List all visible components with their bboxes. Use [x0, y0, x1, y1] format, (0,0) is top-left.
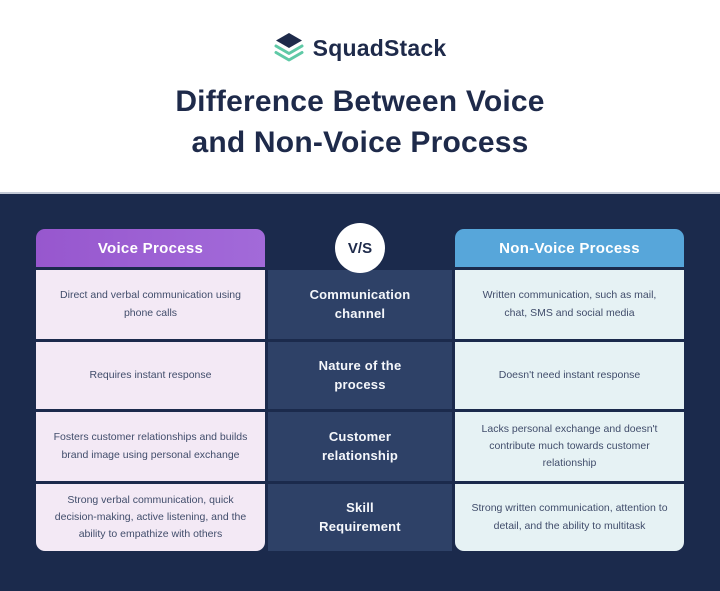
header-section: SquadStack Difference Between Voice and N… [0, 0, 720, 192]
category-cell-communication-channel: Communication channel [268, 270, 452, 339]
voice-column-header: Voice Process [36, 229, 265, 267]
nonvoice-column-header: Non-Voice Process [455, 229, 684, 267]
comparison-table: Voice Process V/S Non-Voice Process Dire… [36, 223, 684, 551]
vs-divider: V/S [268, 223, 452, 273]
comparison-panel: Voice Process V/S Non-Voice Process Dire… [0, 192, 720, 591]
voice-cell-skill-requirement: Strong verbal communication, quick decis… [36, 484, 265, 551]
squadstack-stack-icon [274, 33, 304, 62]
logo: SquadStack [0, 0, 720, 65]
nonvoice-cell-nature-of-process: Doesn't need instant response [455, 342, 684, 409]
page-title-line1: Difference Between Voice [175, 85, 545, 118]
category-cell-nature-of-process: Nature of the process [268, 342, 452, 409]
nonvoice-cell-skill-requirement: Strong written communication, attention … [455, 484, 684, 551]
voice-cell-customer-relationship: Fosters customer relationships and build… [36, 412, 265, 481]
category-cell-customer-relationship: Customer relationship [268, 412, 452, 481]
category-cell-skill-requirement: Skill Requirement [268, 484, 452, 551]
voice-cell-communication-channel: Direct and verbal communication using ph… [36, 270, 265, 339]
nonvoice-cell-customer-relationship: Lacks personal exchange and doesn't cont… [455, 412, 684, 481]
vs-badge: V/S [335, 223, 385, 273]
nonvoice-cell-communication-channel: Written communication, such as mail, cha… [455, 270, 684, 339]
voice-cell-nature-of-process: Requires instant response [36, 342, 265, 409]
page-title: Difference Between Voice and Non-Voice Pr… [0, 81, 720, 164]
logo-text: SquadStack [312, 34, 447, 61]
page-title-line2: and Non-Voice Process [191, 126, 529, 160]
